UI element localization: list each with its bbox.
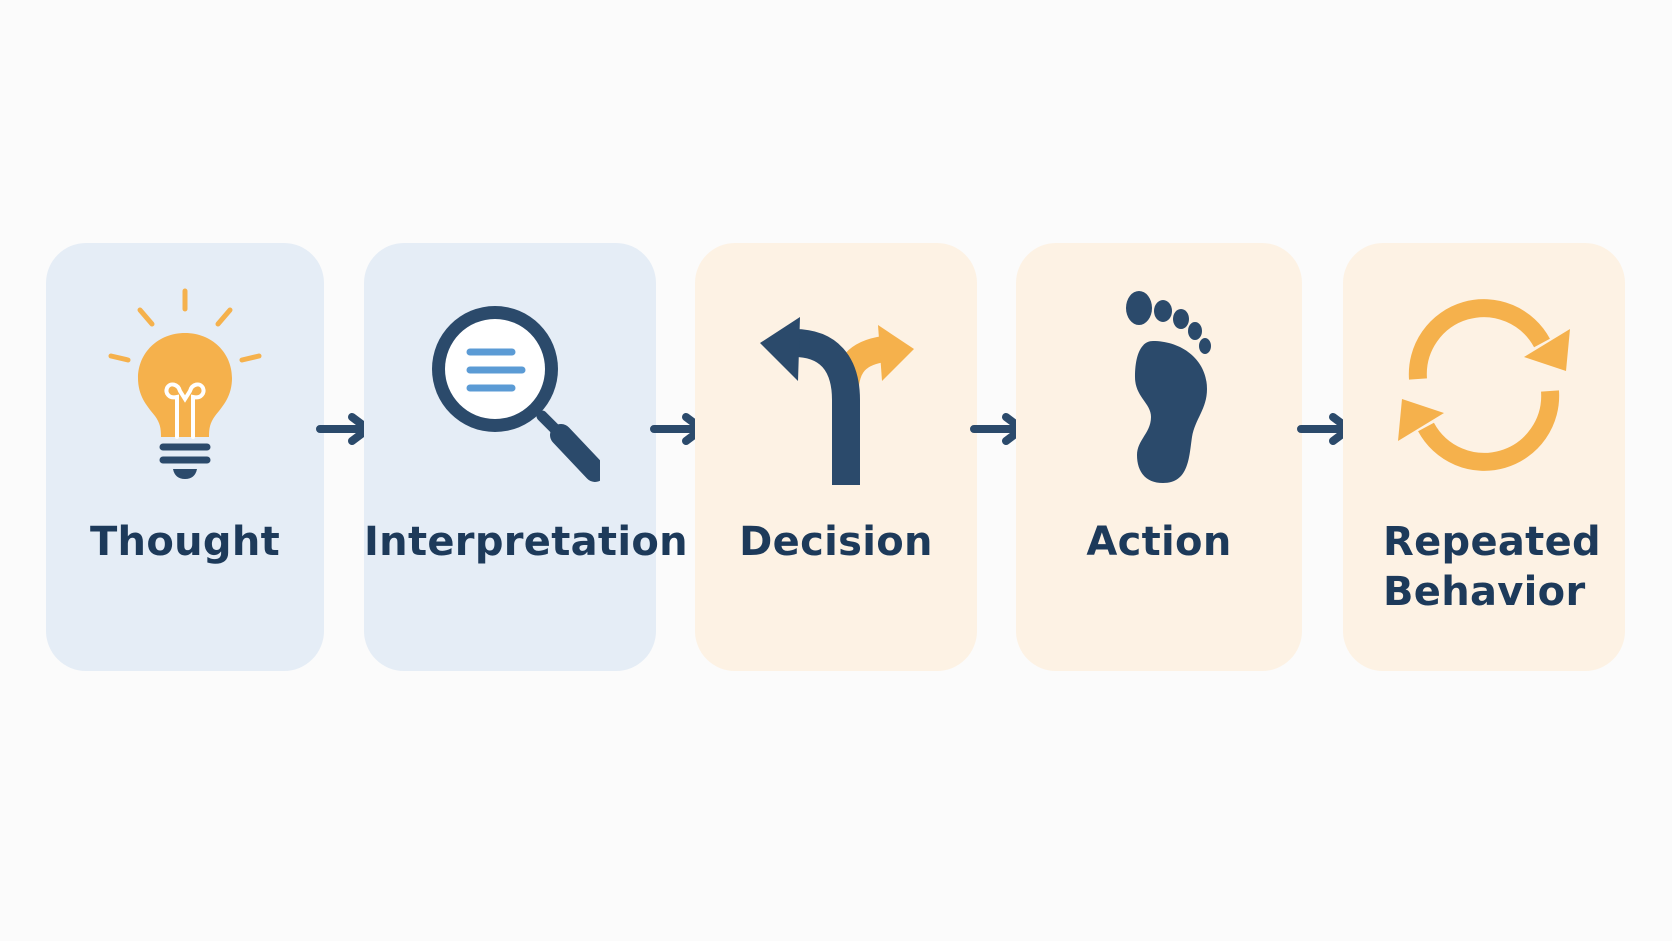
step-card-decision: Decision	[695, 243, 977, 671]
step-label-repeated-behavior: Repeated Behavior	[1383, 519, 1601, 615]
cycle-arrows-icon	[1394, 285, 1574, 485]
step-label-decision: Decision	[739, 519, 933, 565]
step-label-thought: Thought	[89, 519, 281, 565]
footprint-icon	[1069, 285, 1249, 485]
step-card-repeated-behavior: Repeated Behavior	[1343, 243, 1625, 671]
fork-arrow-icon	[746, 285, 926, 485]
lightbulb-icon	[95, 285, 275, 485]
step-label-action: Action	[1086, 519, 1232, 565]
magnifying-glass-icon	[420, 285, 600, 485]
step-card-interpretation: Interpretation	[364, 243, 688, 671]
step-label-interpretation: Interpretation	[364, 519, 688, 565]
step-card-action: Action	[1016, 243, 1302, 671]
step-card-thought: Thought	[46, 243, 324, 671]
